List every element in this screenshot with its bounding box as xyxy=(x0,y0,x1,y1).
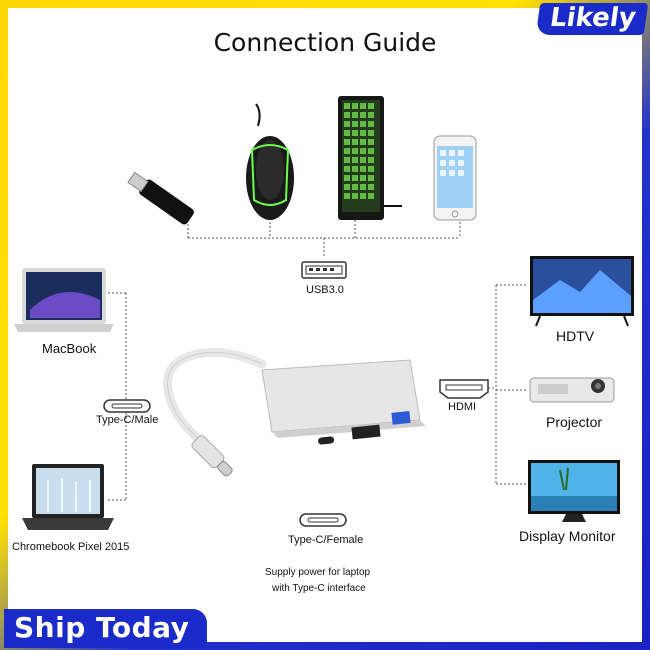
type-c-male-label: Type-C/Male xyxy=(96,414,158,426)
usb-port-label: USB3.0 xyxy=(306,284,344,296)
projector-label: Projector xyxy=(546,414,602,430)
adapter-icon xyxy=(168,352,427,479)
likely-badge: Likely xyxy=(536,3,648,35)
mouse-icon xyxy=(246,104,294,220)
projector-icon xyxy=(530,378,614,402)
type-c-female-label: Type-C/Female xyxy=(288,534,363,546)
power-note-line2: with Type-C interface xyxy=(272,583,366,594)
hdmi-label: HDMI xyxy=(448,401,476,413)
hdmi-port-icon xyxy=(440,380,488,398)
monitor-icon xyxy=(528,460,620,522)
chromebook-icon xyxy=(22,464,114,530)
ship-today-badge: Ship Today xyxy=(4,609,207,648)
usb-port-icon xyxy=(302,262,346,278)
keyboard-icon xyxy=(338,96,402,220)
display-monitor-label: Display Monitor xyxy=(519,528,615,544)
type-c-female-port-icon xyxy=(300,514,346,526)
type-c-male-port-icon xyxy=(104,400,150,412)
macbook-label: MacBook xyxy=(42,341,96,356)
hdtv-icon xyxy=(530,256,634,326)
macbook-icon xyxy=(14,268,114,332)
chromebook-label: Chromebook Pixel 2015 xyxy=(12,541,129,553)
usb-drive-icon xyxy=(126,170,195,226)
hdtv-label: HDTV xyxy=(556,328,594,344)
power-note-line1: Supply power for laptop xyxy=(265,567,370,578)
smartphone-icon xyxy=(434,136,476,220)
